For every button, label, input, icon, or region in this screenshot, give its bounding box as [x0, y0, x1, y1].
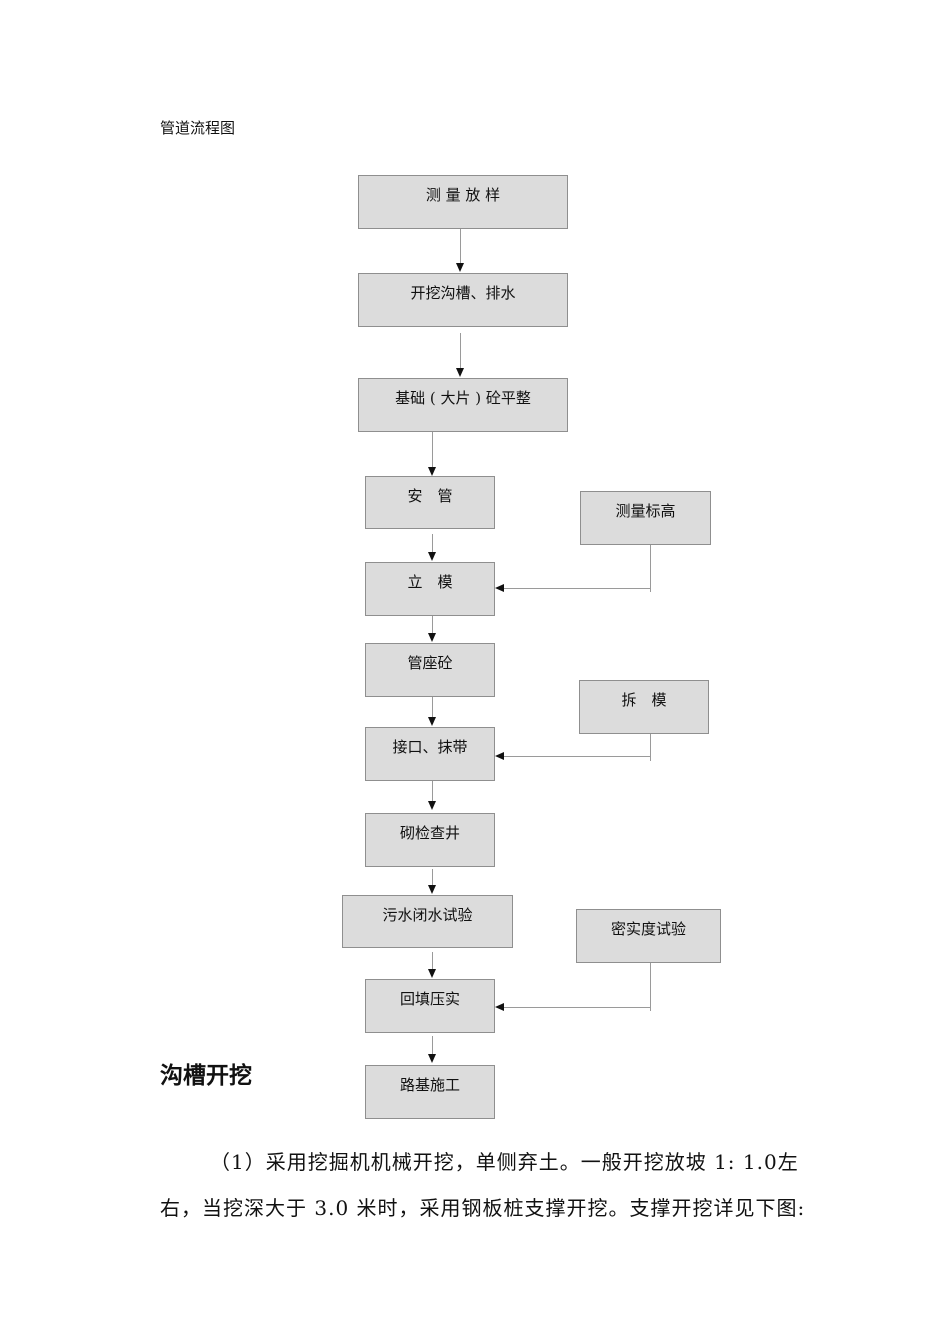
step-backfill-label: 回填压实: [399, 990, 460, 1008]
connector: [432, 1036, 433, 1054]
step-water-test: 污水闭水试验: [342, 895, 513, 948]
connector: [432, 869, 433, 885]
connector: [432, 781, 433, 801]
arrow-left-icon: [495, 752, 504, 760]
step-foundation-label: 基础 ( 大片 ) 砼平整: [395, 389, 531, 407]
step-joint-label: 接口、抹带: [392, 738, 468, 756]
arrow-down-icon: [428, 969, 436, 978]
arrow-down-icon: [428, 633, 436, 642]
step-roadbed-label: 路基施工: [399, 1076, 460, 1094]
step-install-pipe: 安 管: [365, 476, 495, 529]
step-install-pipe-label: 安 管: [407, 487, 453, 505]
arrow-left-icon: [495, 1003, 504, 1011]
arrow-down-icon: [428, 552, 436, 561]
branch-connector: [504, 1007, 650, 1008]
connector: [460, 229, 461, 263]
step-manhole: 砌检查井: [365, 813, 495, 867]
arrow-down-icon: [428, 1054, 436, 1063]
arrow-left-icon: [495, 584, 504, 592]
connector: [432, 432, 433, 467]
connector: [432, 616, 433, 633]
step-formwork: 立 模: [365, 562, 495, 616]
branch-connector: [650, 734, 651, 761]
connector: [432, 697, 433, 717]
step-manhole-label: 砌检查井: [399, 824, 460, 842]
side-remove-form-label: 拆 模: [621, 691, 667, 709]
arrow-down-icon: [456, 368, 464, 377]
paragraph-line-2: 右，当挖深大于 3.0 米时，采用钢板桩支撑开挖。支撑开挖详见下图:: [160, 1196, 806, 1220]
side-remove-form: 拆 模: [579, 680, 709, 734]
connector: [432, 534, 433, 552]
step-foundation: 基础 ( 大片 ) 砼平整: [358, 378, 568, 432]
step-trench: 开挖沟槽、排水: [358, 273, 568, 327]
step-survey: 测 量 放 样: [358, 175, 568, 229]
side-elevation: 测量标高: [580, 491, 711, 545]
arrow-down-icon: [428, 717, 436, 726]
step-water-test-label: 污水闭水试验: [382, 906, 473, 924]
step-pipe-seat: 管座砼: [365, 643, 495, 697]
connector: [460, 333, 461, 368]
section-heading: 沟槽开挖: [160, 1063, 252, 1089]
branch-connector: [650, 963, 651, 1011]
connector: [432, 952, 433, 969]
side-density-test-label: 密实度试验: [610, 920, 686, 938]
side-density-test: 密实度试验: [576, 909, 721, 963]
flowchart-caption: 管道流程图: [160, 119, 236, 137]
arrow-down-icon: [428, 801, 436, 810]
step-trench-label: 开挖沟槽、排水: [410, 284, 516, 302]
step-backfill: 回填压实: [365, 979, 495, 1033]
step-formwork-label: 立 模: [407, 573, 453, 591]
arrow-down-icon: [456, 263, 464, 272]
branch-connector: [650, 545, 651, 592]
step-survey-label: 测 量 放 样: [425, 186, 501, 204]
branch-connector: [504, 756, 650, 757]
branch-connector: [504, 588, 650, 589]
paragraph-line-1: （1）采用挖掘机机械开挖，单侧弃土。一般开挖放坡 1: 1.0左: [210, 1150, 799, 1174]
side-elevation-label: 测量标高: [615, 502, 676, 520]
step-roadbed: 路基施工: [365, 1065, 495, 1119]
arrow-down-icon: [428, 885, 436, 894]
arrow-down-icon: [428, 467, 436, 476]
step-pipe-seat-label: 管座砼: [407, 654, 453, 672]
step-joint: 接口、抹带: [365, 727, 495, 781]
